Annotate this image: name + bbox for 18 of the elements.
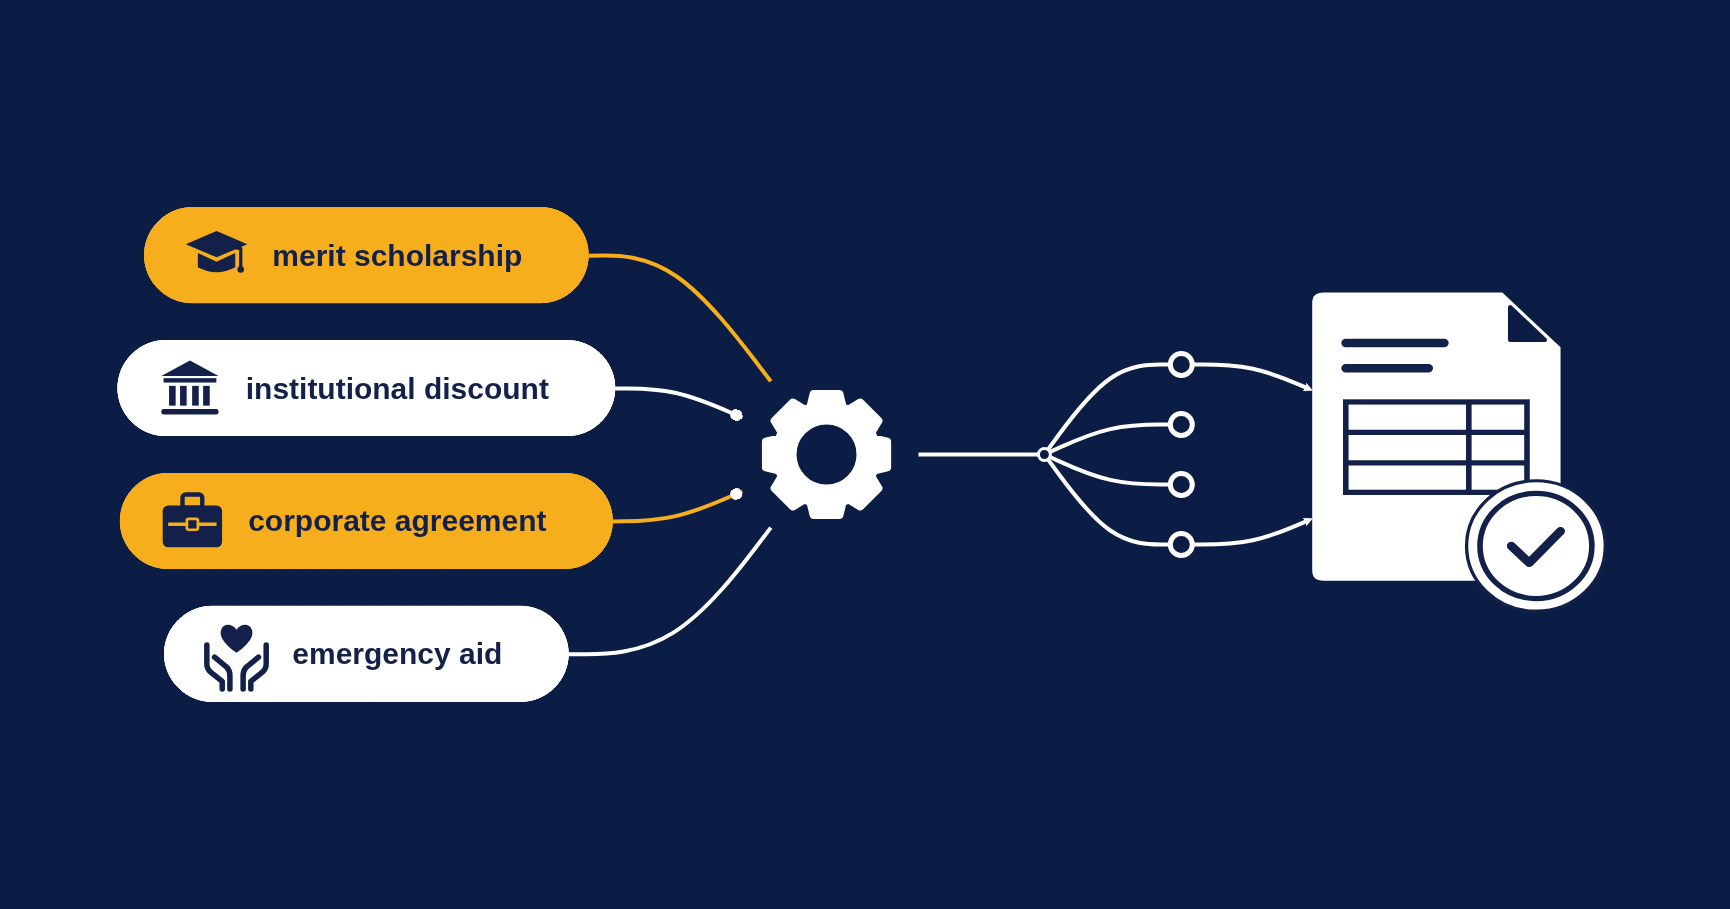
- category-pill: institutional discount: [117, 340, 616, 436]
- ring-node: [1167, 411, 1195, 438]
- ring-node: [1167, 530, 1195, 558]
- connector-line: [918, 452, 1039, 457]
- junction-node: [1036, 447, 1052, 462]
- category-pill: merit scholarship: [144, 207, 589, 304]
- connector-line: [615, 386, 744, 422]
- arrow: [1192, 362, 1313, 392]
- connector-line: [588, 253, 773, 383]
- category-pill: emergency aid: [164, 605, 569, 702]
- gear-icon: [761, 389, 892, 520]
- connector-line: [568, 526, 773, 657]
- arrow: [1192, 517, 1313, 547]
- ring-node: [1167, 471, 1195, 498]
- document-check-icon: [1312, 292, 1607, 613]
- connector-line: [612, 487, 744, 524]
- category-pill: corporate agreement: [119, 473, 613, 569]
- ring-node: [1167, 351, 1195, 379]
